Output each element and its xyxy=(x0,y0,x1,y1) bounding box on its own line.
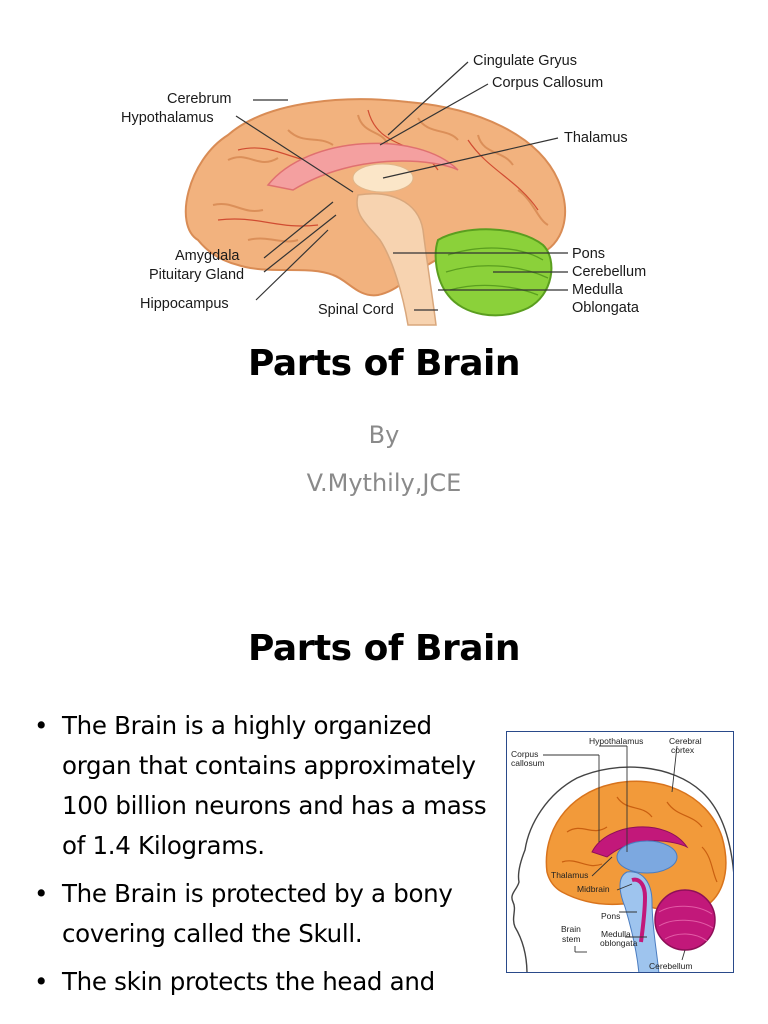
label-medulla: Medulla xyxy=(572,282,623,298)
label-cerebrum: Cerebrum xyxy=(167,91,231,107)
slide1-title: Parts of Brain xyxy=(0,343,768,384)
title-slide: Cingulate Gryus Corpus Callosum Cerebrum… xyxy=(0,0,768,576)
head-brain-diagram: Hypothalamus Cerebral cortex Corpus call… xyxy=(506,731,734,973)
label-thalamus-2: Thalamus xyxy=(551,871,588,880)
label-corpus-callosum-line2: callosum xyxy=(511,759,545,768)
bullet-item: The Brain is a highly organized organ th… xyxy=(32,706,492,866)
label-brain-stem-line1: Brain xyxy=(561,925,581,934)
label-pons-2: Pons xyxy=(601,912,620,921)
label-oblongata: Oblongata xyxy=(572,300,639,316)
slide2-title: Parts of Brain xyxy=(0,628,768,669)
content-slide: Parts of Brain The Brain is a highly org… xyxy=(0,582,768,1024)
label-cerebellum: Cerebellum xyxy=(572,264,646,280)
label-brain-stem-line2: stem xyxy=(562,935,580,944)
bullet-item: The Brain is protected by a bony coverin… xyxy=(32,874,492,954)
label-cingulate-gyrus: Cingulate Gryus xyxy=(473,53,577,69)
label-corpus-callosum: Corpus Callosum xyxy=(492,75,603,91)
label-cerebral-cortex-line2: cortex xyxy=(671,746,694,755)
label-midbrain: Midbrain xyxy=(577,885,610,894)
label-pons: Pons xyxy=(572,246,605,262)
label-medulla-line2: oblongata xyxy=(600,939,637,948)
bullet-list: The Brain is a highly organized organ th… xyxy=(32,706,492,1010)
label-pituitary-gland: Pituitary Gland xyxy=(149,267,244,283)
label-hippocampus: Hippocampus xyxy=(140,296,229,312)
author: V.Mythily,JCE xyxy=(0,469,768,497)
byline: By xyxy=(0,421,768,449)
label-hypothalamus-2: Hypothalamus xyxy=(589,737,643,746)
label-thalamus: Thalamus xyxy=(564,130,628,146)
brain-sagittal-diagram: Cingulate Gryus Corpus Callosum Cerebrum… xyxy=(118,40,663,330)
bullet-item: The skin protects the head and xyxy=(32,962,492,1002)
label-amygdala: Amygdala xyxy=(175,248,239,264)
label-spinal-cord: Spinal Cord xyxy=(318,302,394,318)
label-cerebellum-2: Cerebellum xyxy=(649,962,692,971)
label-hypothalamus: Hypothalamus xyxy=(121,110,214,126)
